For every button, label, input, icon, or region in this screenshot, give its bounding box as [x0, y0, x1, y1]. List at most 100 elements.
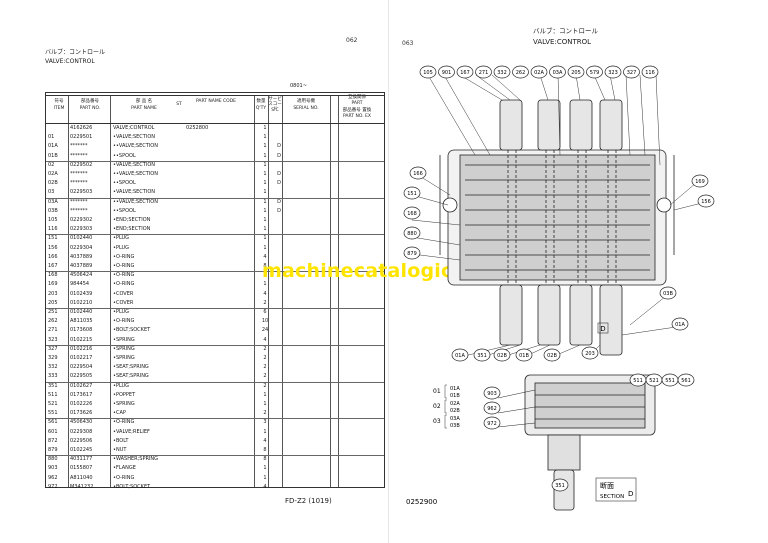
cell-qty: 2: [263, 373, 267, 380]
section-letter: D: [628, 490, 633, 498]
callout-left: 166: [409, 166, 427, 180]
callout-top: 205: [567, 65, 585, 79]
hdr-serial-jp: 適用号機: [297, 99, 315, 104]
cell-qty: 1: [263, 244, 267, 251]
hdr-qty-en: Q'TY: [255, 106, 267, 111]
cell-part: 0102245: [70, 447, 93, 453]
callout-top: 327: [623, 65, 640, 79]
svg-text:262: 262: [516, 70, 526, 76]
cell-item: 271: [48, 327, 58, 334]
cell-sc: D: [277, 180, 281, 187]
svg-text:156: 156: [701, 199, 711, 205]
cell-part: 0229502: [70, 161, 93, 168]
cell-qty: 1: [263, 125, 267, 131]
cell-part: 0173608: [70, 327, 93, 334]
cell-name: •CAP: [113, 410, 126, 417]
svg-text:03A: 03A: [553, 70, 563, 76]
section-label-box: 断面 SECTION D: [595, 477, 637, 502]
detail-group-a: 02A: [450, 401, 460, 407]
cell-sc: D: [277, 207, 281, 214]
cell-qty: 1: [263, 152, 267, 159]
cell-item: 962: [48, 474, 58, 481]
cell-item: 880: [48, 456, 58, 463]
cell-item: 872: [48, 437, 58, 444]
cell-item: 203: [48, 290, 58, 297]
cell-part: A811040: [70, 474, 93, 481]
cell-part: 984454: [70, 281, 90, 288]
hdr-xch-jp: 部品番号 置換: [342, 108, 372, 113]
cell-part: 0102439: [70, 290, 93, 297]
svg-text:332: 332: [497, 70, 507, 76]
cell-item: 561: [48, 419, 58, 426]
cell-qty: 1: [263, 134, 267, 141]
callout-detail: 903: [483, 386, 501, 400]
cell-qty: 1: [263, 171, 267, 177]
cell-part: 0229308: [70, 428, 93, 435]
callout-detail: 972: [483, 416, 501, 430]
d-marker-text: D: [600, 325, 605, 333]
svg-text:169: 169: [695, 179, 705, 185]
svg-text:327: 327: [627, 70, 637, 76]
cell-part: 4162626: [70, 125, 93, 131]
cell-name: •END;SECTION: [113, 217, 151, 223]
cell-qty: 8: [263, 263, 267, 269]
drawing-code: 0252900: [406, 498, 437, 506]
cell-part: 0173626: [70, 410, 93, 417]
callout-detail-right: 511: [629, 373, 647, 387]
svg-text:972: 972: [487, 421, 497, 427]
cell-part: 0102440: [70, 309, 93, 315]
hdr-serial-en: SERIAL NO.: [293, 106, 319, 111]
cell-part: 0229506: [70, 437, 93, 444]
cell-name: •SPRING: [113, 336, 135, 343]
cell-qty: 1: [263, 272, 267, 279]
cell-part: *******: [70, 152, 88, 159]
cell-name: •FLANGE: [113, 465, 136, 472]
callout-detail-bottom: 351: [551, 478, 569, 492]
cell-qty: 4: [263, 290, 267, 297]
cell-qty: 3: [263, 419, 267, 426]
callout-left: 151: [403, 186, 421, 200]
cell-item: 116: [48, 226, 58, 233]
svg-text:511: 511: [633, 378, 643, 384]
valve-body: [439, 99, 675, 356]
callout-detail-right: 521: [645, 373, 663, 387]
parts-table-header: 符号 ITEM 部品番号 PART NO. 部 品 名 PART NAME ST…: [45, 92, 385, 122]
cell-name: •SPRING: [113, 345, 135, 352]
cell-item: 02A: [48, 171, 58, 177]
cell-part: 0155807: [70, 465, 93, 472]
hdr-sc-jp: サービスコード: [268, 97, 282, 112]
callout-top: 116: [641, 65, 659, 79]
hdr-code-mark: ST: [176, 102, 182, 107]
callout-top: 167: [456, 65, 474, 79]
cell-name: •VALVE;SECTION: [113, 161, 155, 168]
cell-item: 521: [48, 401, 58, 407]
cell-qty: 1: [263, 143, 267, 150]
svg-text:579: 579: [590, 70, 600, 76]
cell-item: 151: [48, 235, 58, 242]
callout-lower-right: 01A: [671, 317, 689, 331]
cell-name: •VALVE;SECTION: [113, 189, 155, 196]
svg-text:521: 521: [649, 378, 659, 384]
cell-name: ••VALVE;SECTION: [113, 198, 158, 205]
callout-top: 02A: [530, 65, 548, 79]
cell-part: 0229503: [70, 189, 93, 196]
cell-part: 0102217: [70, 355, 93, 361]
cell-name: •PLUG: [113, 309, 130, 315]
hdr-exch-jp: 互換関係: [348, 95, 366, 100]
cell-item: 02B: [48, 180, 58, 187]
callout-top: 271: [475, 65, 492, 79]
callout-left: 879: [403, 246, 421, 260]
callout-right: 169: [691, 174, 709, 188]
cell-part: 0229505: [70, 373, 93, 380]
